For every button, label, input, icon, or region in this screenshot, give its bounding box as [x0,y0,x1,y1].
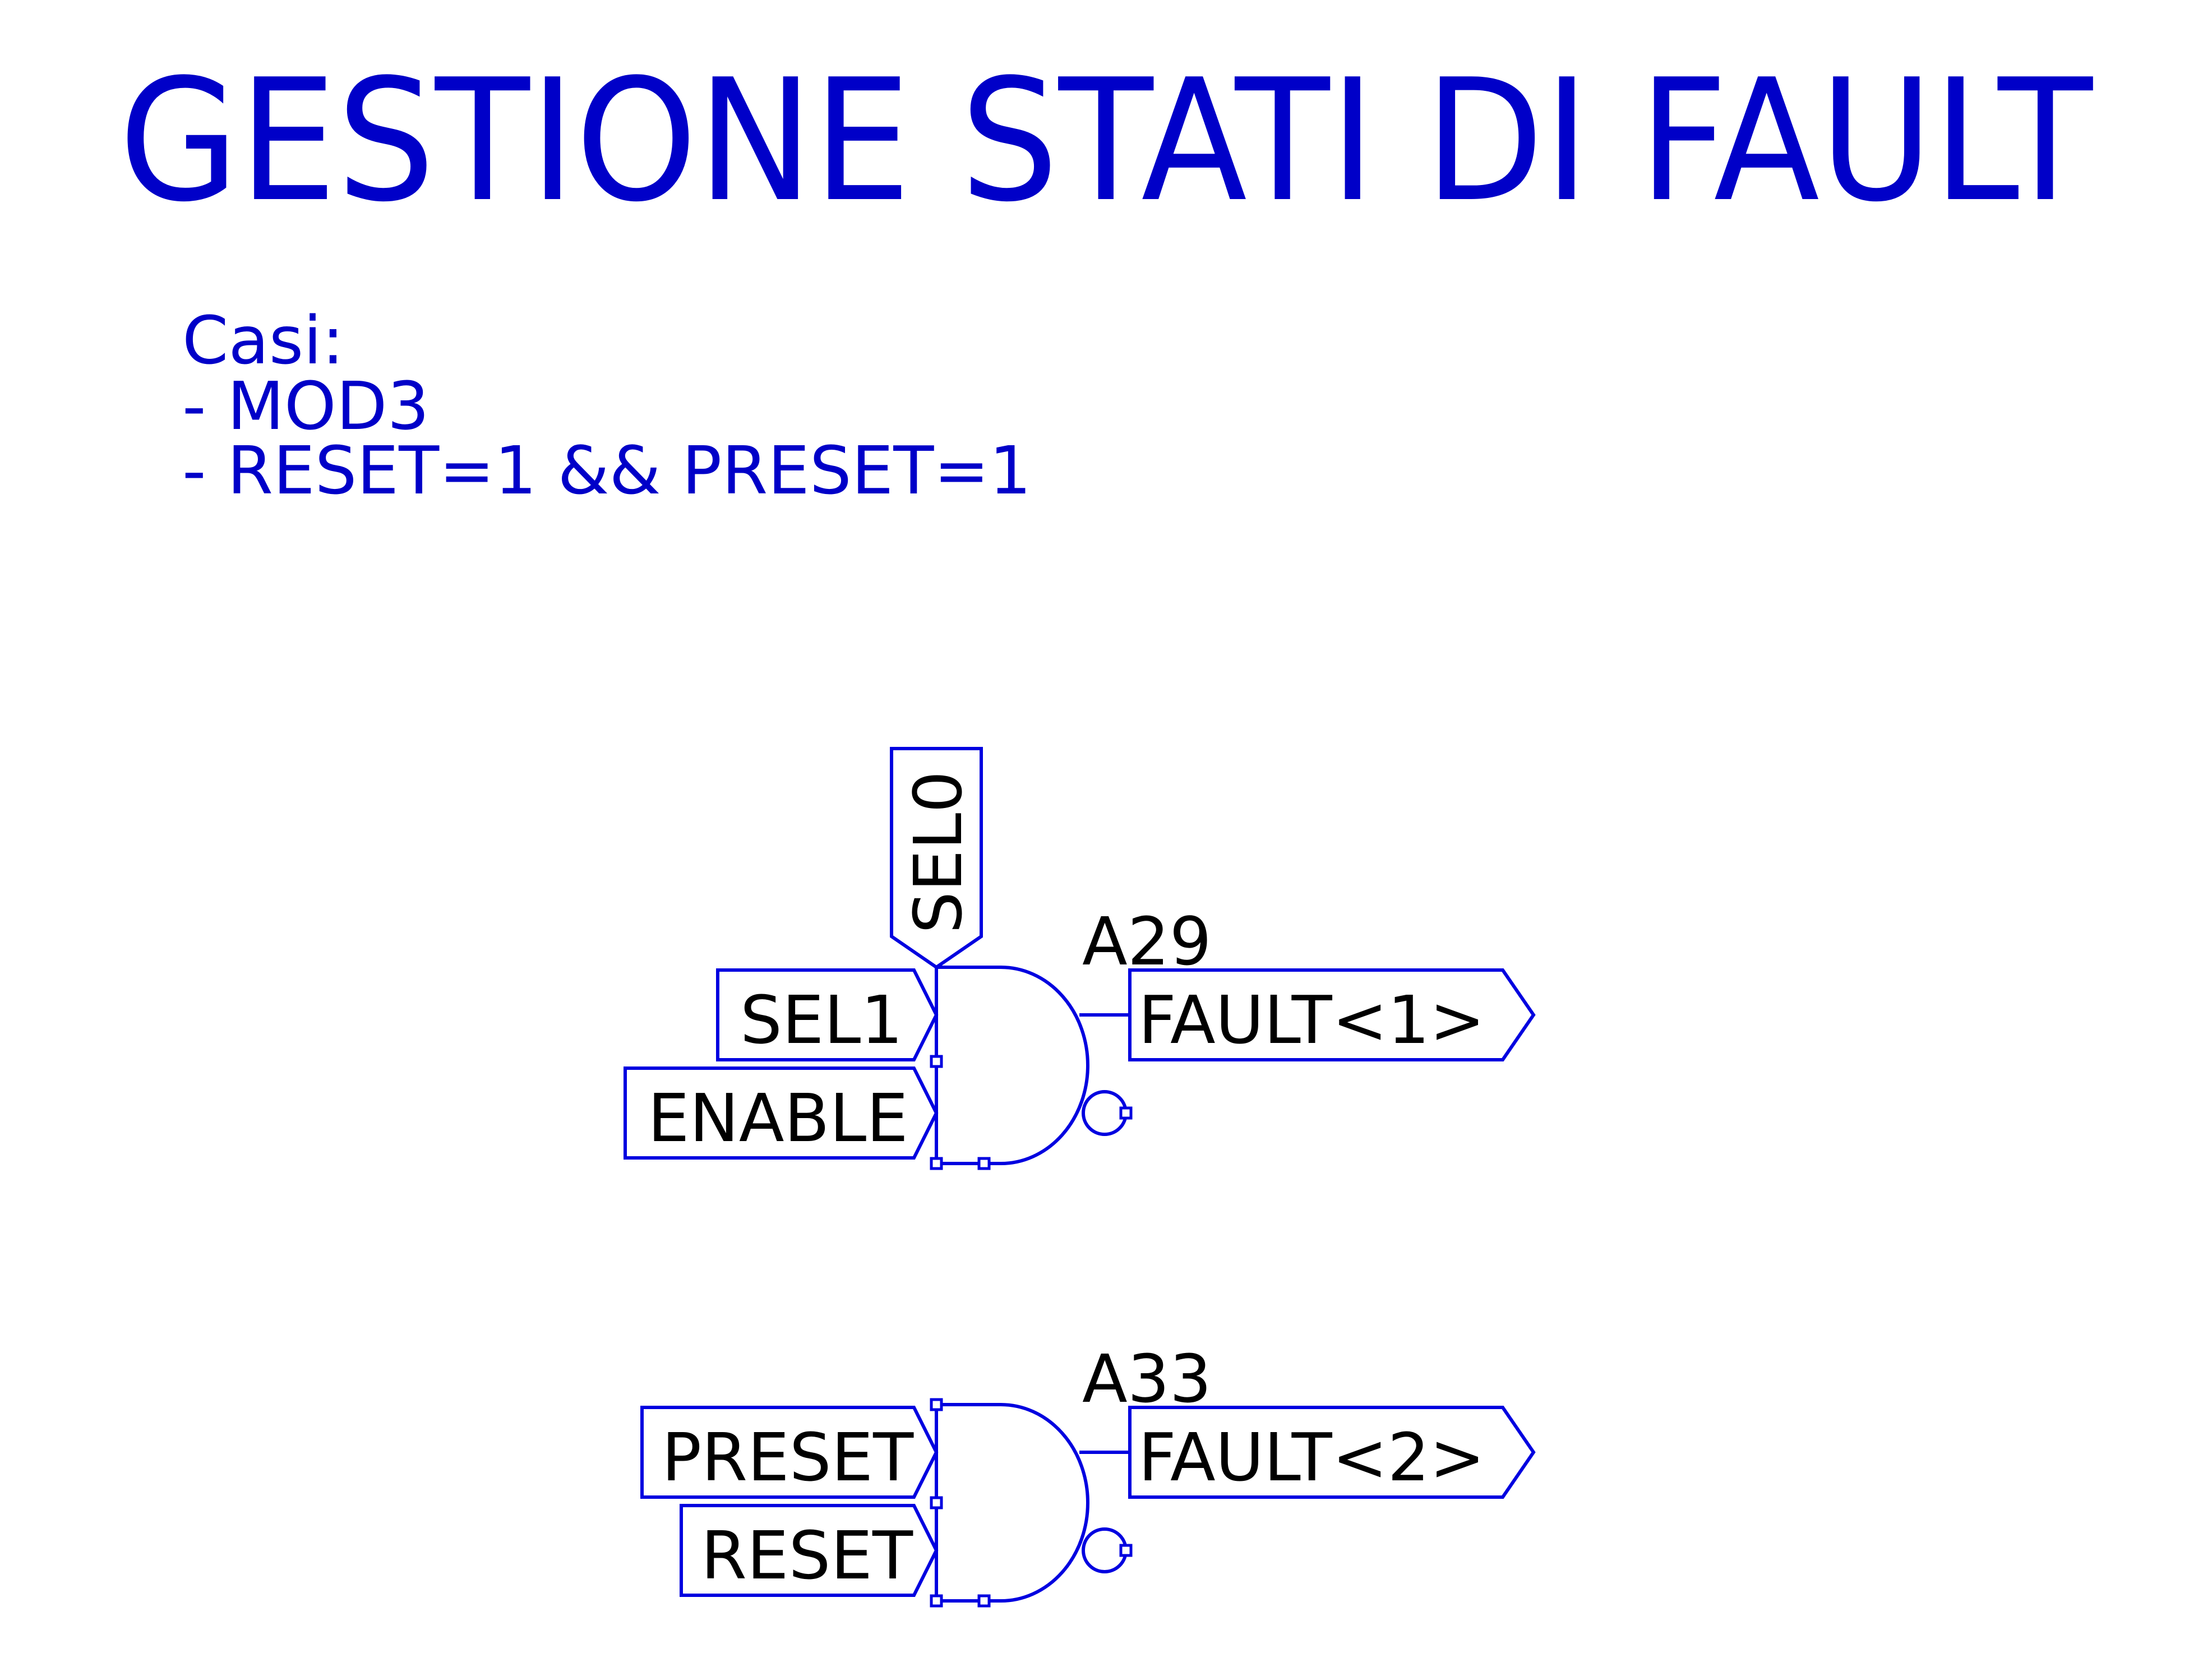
pin-marker [930,1496,943,1509]
port-sel0[interactable]: SEL0 [890,747,983,969]
pin-marker [977,1157,991,1170]
notes-line-2: - RESET=1 && PRESET=1 [182,432,1031,509]
pin-marker [930,1157,943,1170]
notes-line-1: - MOD3 [182,367,430,445]
gate-a33[interactable]: PRESET RESET FAULT<2> A33 [640,1340,1536,1608]
pin-marker [977,1594,991,1608]
port-fault-1[interactable]: FAULT<1> [1128,968,1536,1061]
port-preset[interactable]: PRESET [640,1406,939,1499]
port-fault-2[interactable]: FAULT<2> [1128,1406,1536,1499]
port-enable-label: ENABLE [648,1079,908,1157]
pin-marker [930,1594,943,1608]
pin-marker [930,1398,943,1411]
port-reset-label: RESET [701,1517,913,1594]
port-sel0-label: SEL0 [899,771,977,934]
port-sel1[interactable]: SEL1 [716,968,939,1061]
notes-heading: Casi: [182,302,344,379]
page-title: GESTIONE STATI DI FAULT [119,43,2095,239]
port-reset[interactable]: RESET [680,1504,939,1597]
gate-a29[interactable]: SEL0 SEL1 ENABLE FAULT<1> A29 [624,747,1536,1170]
port-sel1-label: SEL1 [740,981,903,1059]
pin-marker [1119,1106,1133,1120]
port-enable[interactable]: ENABLE [624,1066,939,1160]
port-fault-2-label: FAULT<2> [1138,1419,1485,1496]
pin-marker [1119,1544,1133,1557]
pin-marker [930,1055,943,1068]
gate-a29-refdes: A29 [1082,903,1212,980]
nand-gate-a33-body [935,1403,1089,1603]
port-preset-label: PRESET [662,1419,914,1496]
gate-a33-refdes: A33 [1082,1340,1212,1418]
port-fault-1-label: FAULT<1> [1138,981,1485,1059]
nand-gate-a29-body [935,966,1089,1165]
